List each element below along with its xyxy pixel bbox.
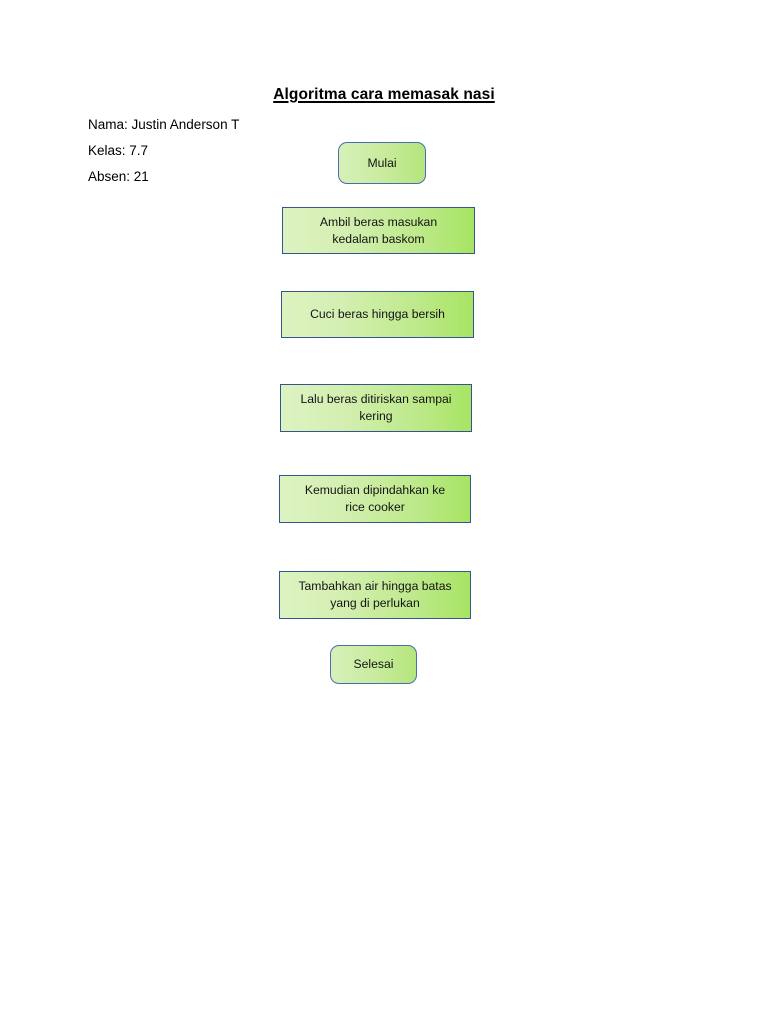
flowchart-node-step5: Tambahkan air hingga batas yang di perlu… [279, 571, 471, 619]
student-name-line: Nama: Justin Anderson T [88, 117, 240, 132]
flowchart-node-start: Mulai [338, 142, 426, 184]
flowchart-node-step3: Lalu beras ditiriskan sampai kering [280, 384, 472, 432]
flowchart-node-step2: Cuci beras hingga bersih [281, 291, 474, 338]
student-class-line: Kelas: 7.7 [88, 143, 149, 158]
flowchart-node-label: Kemudian dipindahkan ke rice cooker [304, 483, 446, 514]
flowchart-node-label: Selesai [353, 657, 394, 672]
flowchart-node-step4: Kemudian dipindahkan ke rice cooker [279, 475, 471, 523]
flowchart-node-step1: Ambil beras masukan kedalam baskom [282, 207, 475, 254]
flowchart-node-label: Ambil beras masukan kedalam baskom [319, 214, 438, 246]
flowchart-node-end: Selesai [330, 645, 417, 684]
page-title-text: Algoritma cara memasak nasi [273, 86, 495, 103]
flowchart-node-label: Tambahkan air hingga batas yang di perlu… [298, 579, 452, 610]
flowchart-node-label: Cuci beras hingga bersih [310, 307, 445, 322]
student-number-line: Absen: 21 [88, 169, 149, 184]
flowchart-node-label: Lalu beras ditiriskan sampai kering [300, 392, 452, 423]
flowchart-node-label: Mulai [367, 155, 397, 170]
page-title: Algoritma cara memasak nasi [0, 86, 768, 104]
